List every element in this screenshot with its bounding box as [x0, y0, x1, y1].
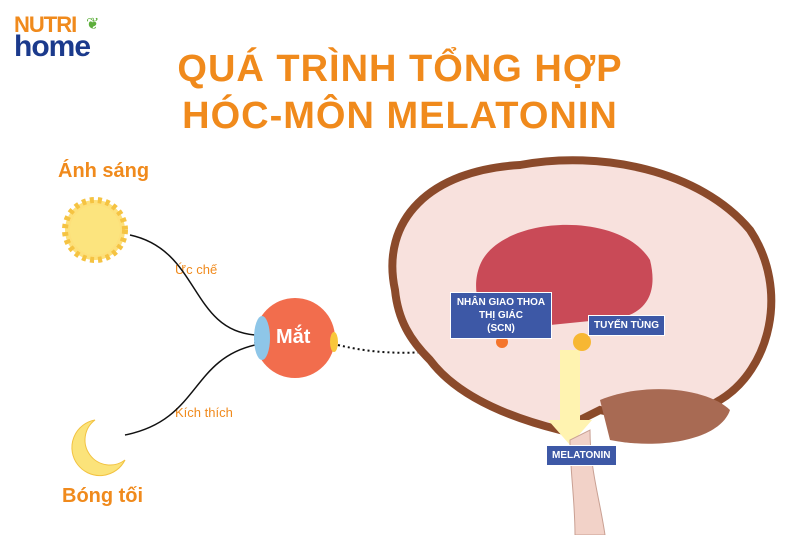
eye-icon	[254, 298, 338, 378]
melatonin-box: MELATONIN	[546, 445, 617, 466]
brain-illustration	[388, 156, 776, 535]
pineal-box: TUYẾN TÙNG	[588, 315, 665, 336]
logo-home: home	[14, 30, 91, 63]
logo-nutri: NUTRI	[14, 12, 77, 37]
light-label: Ánh sáng	[58, 160, 150, 182]
inhibit-label: Ức chế	[175, 262, 218, 277]
title-line2: HÓC-MÔN MELATONIN	[182, 95, 618, 137]
stimulate-label: Kích thích	[175, 405, 233, 420]
title-line1: QUÁ TRÌNH TỔNG HỢP	[177, 48, 623, 90]
arrow-inhibit	[129, 234, 256, 336]
scn-line3: (SCN)	[487, 323, 515, 334]
leaf-icon: ❦	[86, 16, 100, 33]
scn-line1: NHÂN GIAO THOA	[456, 297, 546, 308]
arrow-stimulate	[124, 344, 256, 436]
eye-label: Mắt	[276, 326, 311, 348]
moon-icon	[71, 419, 126, 477]
scn-box: NHÂN GIAO THOA THỊ GIÁC (SCN)	[450, 292, 552, 339]
dark-label: Bóng tối	[62, 485, 144, 507]
scn-line2: THỊ GIÁC	[479, 310, 523, 321]
sun-icon	[62, 197, 128, 263]
